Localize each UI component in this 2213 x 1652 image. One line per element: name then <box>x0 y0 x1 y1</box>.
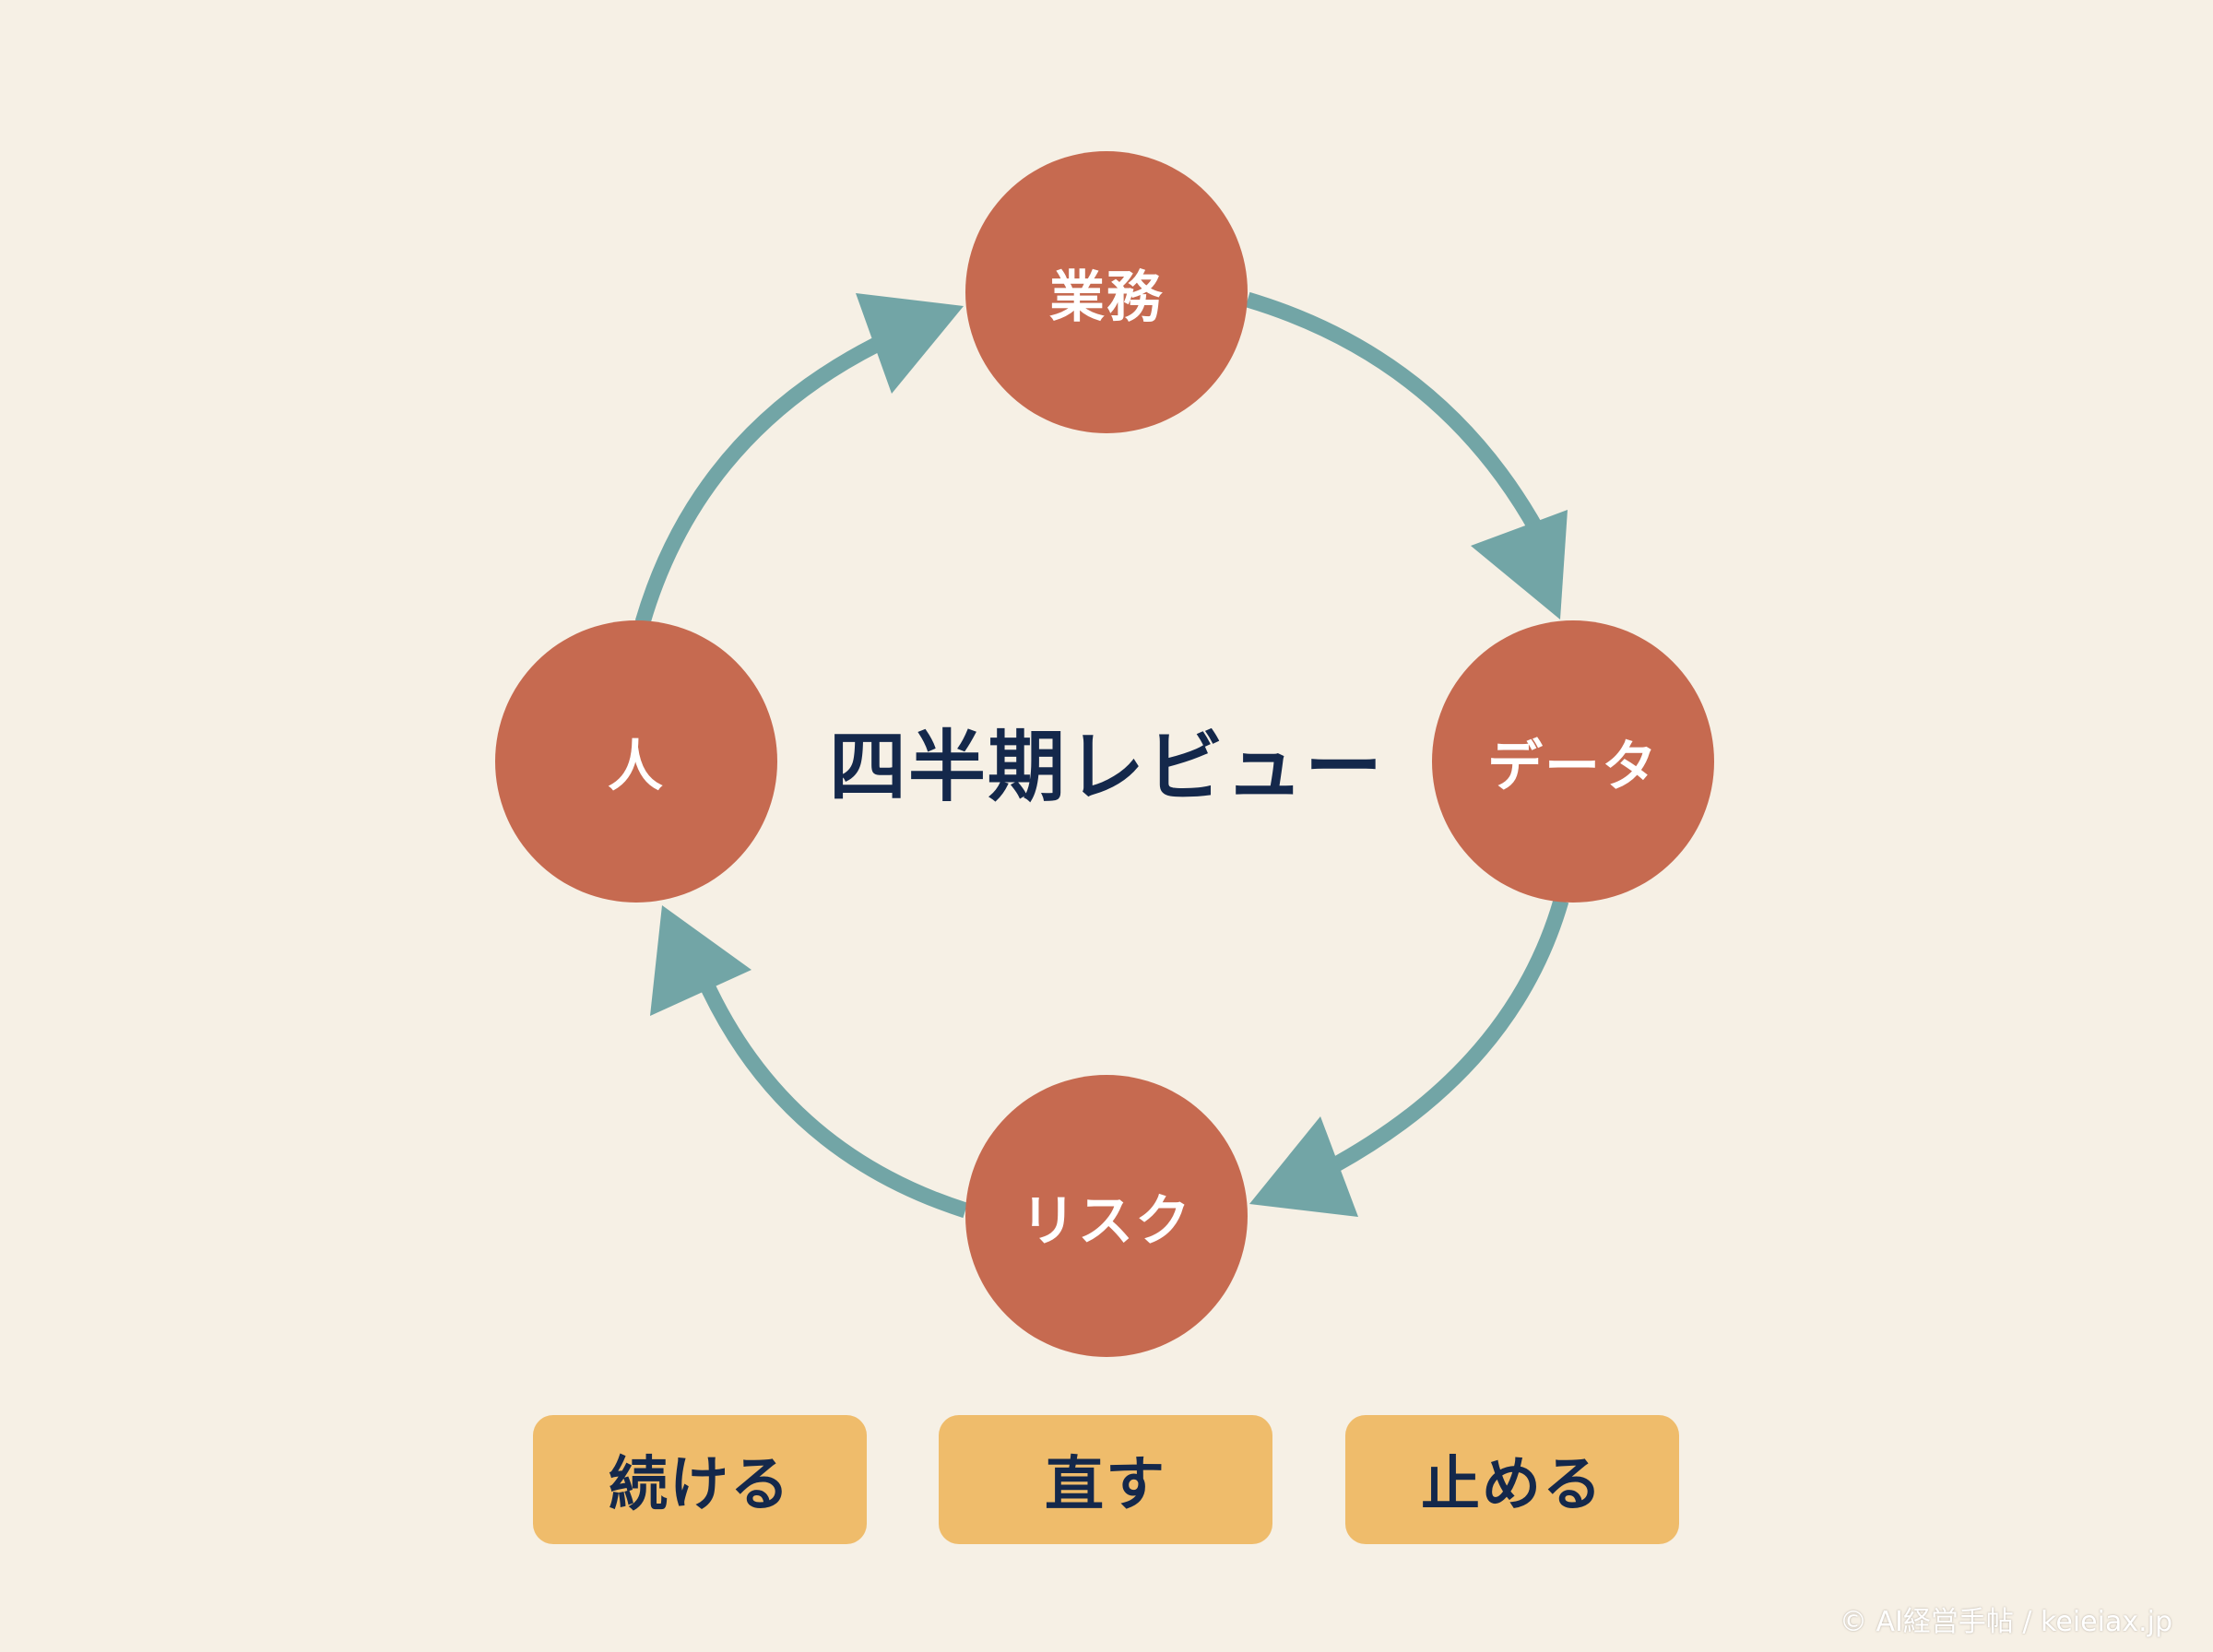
action-continue-label: 続ける <box>609 1451 791 1519</box>
node-gyomu: 業務 <box>965 151 1248 433</box>
arrow-head-data-to-risk <box>1249 1116 1358 1217</box>
node-hito: 人 <box>495 620 777 903</box>
action-fix-label: 直す <box>1045 1451 1166 1519</box>
arrow-head-risk-to-hito <box>650 905 751 1016</box>
arrow-gyomu-to-data <box>1245 291 1552 548</box>
arrow-hito-to-gyomu <box>634 326 903 625</box>
arrow-head-hito-to-gyomu <box>856 293 964 394</box>
footer-credit: © AI経営手帖 / keieiax.jp <box>1839 1606 2172 1638</box>
node-data-label: データ <box>1487 734 1659 799</box>
action-stop-label: 止める <box>1421 1451 1604 1519</box>
action-fix-box: 直す <box>939 1415 1272 1544</box>
node-risk: リスク <box>965 1075 1248 1357</box>
action-stop-box: 止める <box>1345 1415 1679 1544</box>
node-hito-label: 人 <box>608 734 665 799</box>
node-data: データ <box>1432 620 1714 903</box>
action-continue-box: 続ける <box>533 1415 867 1544</box>
arrow-data-to-risk <box>1323 898 1569 1176</box>
arrow-head-gyomu-to-data <box>1471 510 1568 620</box>
center-title: 四半期レビュー <box>828 721 1384 812</box>
node-risk-label: リスク <box>1021 1188 1192 1254</box>
node-gyomu-label: 業務 <box>1049 265 1164 330</box>
arrow-risk-to-hito <box>698 978 968 1219</box>
